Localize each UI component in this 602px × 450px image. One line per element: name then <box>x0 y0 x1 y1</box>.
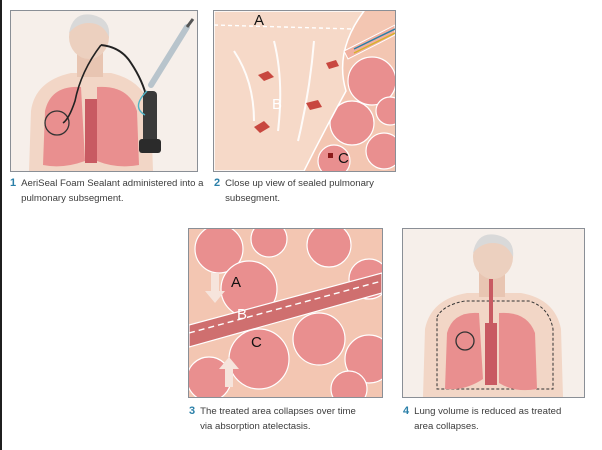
panel-1-illustration <box>10 10 198 172</box>
panel-2-number: 2 <box>214 176 220 206</box>
sealed-subsegment-closeup: A B C <box>214 11 395 171</box>
panel-3-label-c: C <box>251 334 262 351</box>
page-left-edge <box>0 0 2 450</box>
panel-2-label-b: B <box>272 96 282 113</box>
panel-2-illustration: A B C <box>213 10 396 172</box>
panel-2-caption: 2 Close up view of sealed pulmonary subs… <box>214 176 414 206</box>
panel-2-label-c: C <box>338 150 349 167</box>
collapsing-area-closeup: A B C <box>189 229 382 397</box>
panel-1-number: 1 <box>10 176 16 206</box>
panel-1-caption: 1 AeriSeal Foam Sealant administered int… <box>10 176 206 206</box>
panel-3-illustration: A B C <box>188 228 383 398</box>
panel-3-caption: 3 The treated area collapses over time v… <box>189 404 399 434</box>
patient-reduced-lung-illustration <box>403 229 584 397</box>
panel-2-label-a: A <box>254 12 264 29</box>
panel-4-caption: 4 Lung volume is reduced as treated area… <box>403 404 599 434</box>
panel-3-caption-text: The treated area collapses over time via… <box>200 404 356 434</box>
panel-4-caption-text: Lung volume is reduced as treated area c… <box>414 404 561 434</box>
panel-2-caption-text: Close up view of sealed pulmonary subseg… <box>225 176 374 206</box>
panel-4-illustration <box>402 228 585 398</box>
patient-bronchoscope-illustration <box>11 11 197 171</box>
panel-3-number: 3 <box>189 404 195 434</box>
panel-3-label-b: B <box>237 306 247 323</box>
bronchoscope-handle <box>143 91 157 143</box>
panel-3-label-a: A <box>231 274 241 291</box>
panel-4-number: 4 <box>403 404 409 434</box>
panel-1-caption-text: AeriSeal Foam Sealant administered into … <box>21 176 203 206</box>
